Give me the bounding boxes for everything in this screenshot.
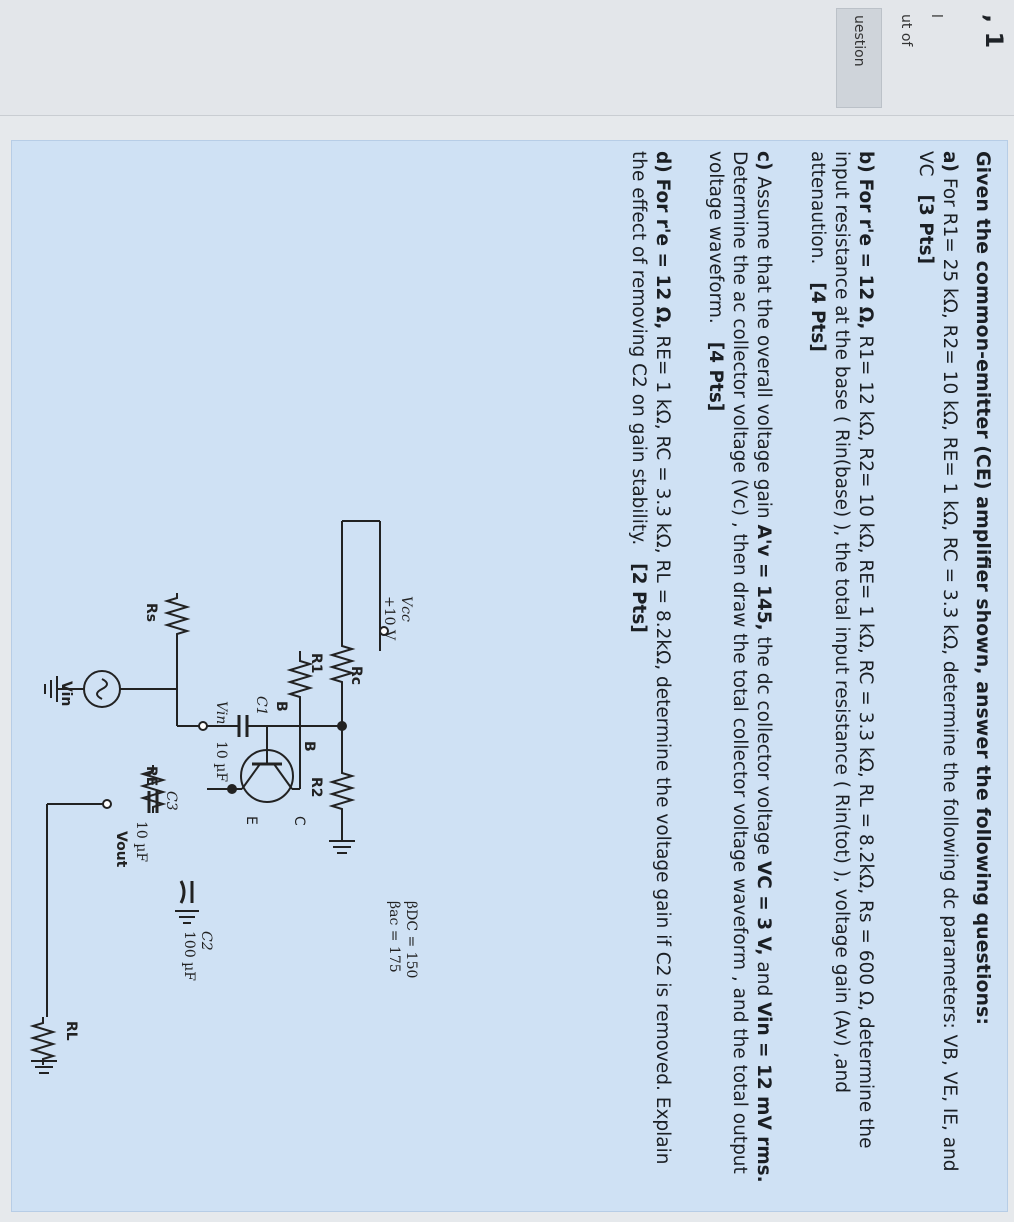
node-b2-label: B — [273, 701, 289, 712]
rs-label: Rs — [143, 603, 159, 622]
beta-dc-label: βDC = 150 — [403, 901, 419, 978]
vout-label: Vout — [113, 831, 129, 868]
c2-value: 100 µF — [181, 931, 197, 981]
vout-terminal — [102, 799, 112, 809]
r1-label: R1 — [308, 653, 324, 674]
flag-question-button[interactable]: uestion — [836, 8, 882, 108]
re-label: RE — [143, 766, 159, 786]
vcc-label: Vcc — [398, 596, 414, 622]
vin-sine — [96, 678, 108, 700]
ground-r2 — [329, 840, 355, 854]
question-text-panel: Given the common-emitter (CE) amplifier … — [11, 140, 1008, 1212]
question-marks: ut of — [898, 14, 914, 47]
c1-value: 10 µF — [213, 741, 229, 782]
ground-vin — [44, 676, 58, 702]
question-number: , 1 — [980, 14, 1008, 49]
flag-question-label: uestion — [851, 15, 867, 67]
vin-label: Vin — [58, 681, 74, 706]
node-c-label: C — [291, 816, 307, 826]
transistor-collector-lead — [273, 763, 293, 790]
rc-resistor — [286, 651, 314, 703]
question-status: l — [928, 14, 944, 18]
beta-ac-label: βac = 175 — [386, 901, 402, 973]
rl-label: RL — [63, 1021, 79, 1041]
ground-c2 — [175, 910, 199, 924]
r1-resistor — [328, 641, 356, 687]
r2-resistor — [328, 766, 356, 815]
c1-label: C1 — [253, 696, 269, 716]
vin-node — [198, 721, 208, 731]
c3-label: C3 — [163, 791, 179, 811]
r2-label: R2 — [308, 777, 324, 798]
node-b1-label: B — [301, 741, 317, 752]
rl-resistor — [29, 1017, 57, 1065]
rc-label: Rc — [348, 666, 364, 685]
c2-plate-b — [179, 880, 186, 904]
ground-rl — [31, 1060, 57, 1074]
node-e-label: E — [243, 816, 259, 825]
transistor-emitter-lead — [241, 763, 261, 790]
vcc-value: +10 V — [381, 596, 397, 641]
rs-resistor — [163, 593, 191, 641]
c3-value: 10 µF — [133, 821, 149, 862]
question-sidebar: , 1 l ut of uestion — [0, 0, 1014, 116]
ce-amplifier-schematic: Vcc +10 V βDC = 150 βac = 175 R1 R2 Rc R… — [29, 520, 419, 1074]
vin-node-label: Vin — [213, 701, 229, 724]
c2-label: C2 — [198, 931, 214, 951]
